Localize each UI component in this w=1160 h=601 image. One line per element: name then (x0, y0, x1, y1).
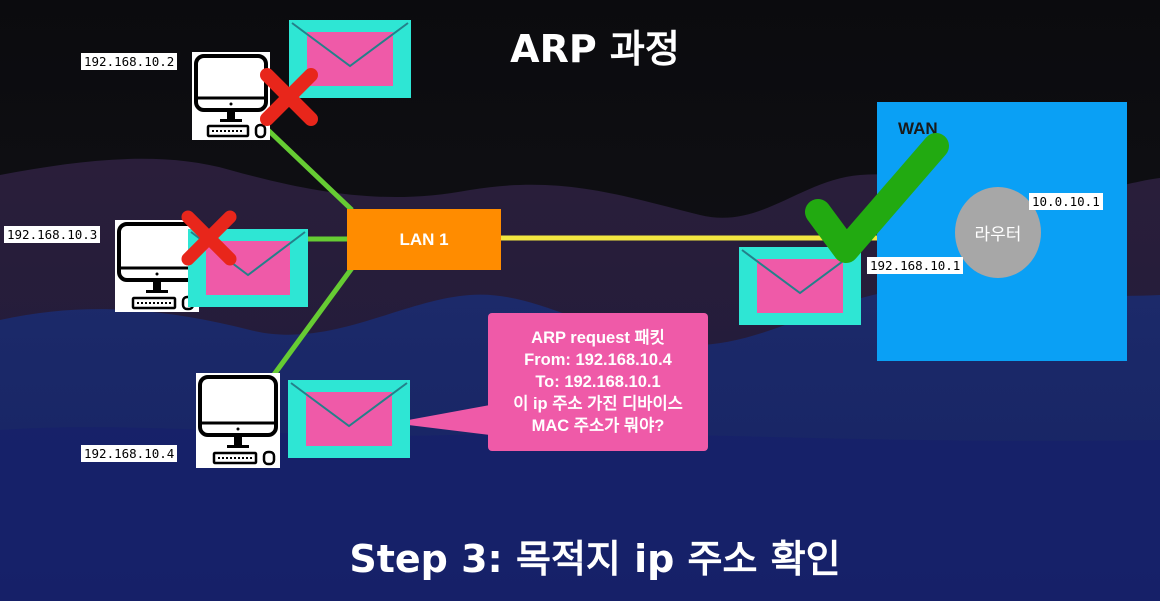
router-node: 라우터 (955, 187, 1041, 278)
host-3-x-mark-icon (181, 210, 237, 266)
arp-request-bubble: ARP request 패킷 From: 192.168.10.4 To: 19… (488, 313, 708, 451)
step-caption: Step 3: 목적지 ip 주소 확인 (349, 537, 841, 581)
bubble-line-3: To: 192.168.10.1 (535, 373, 661, 391)
diagram-title: ARP 과정 (510, 27, 680, 71)
host-4-computer-icon (196, 373, 280, 468)
host-3-computer-icon (115, 220, 199, 312)
router-lan-ip-label: 192.168.10.1 (867, 257, 964, 274)
lan-switch-box: LAN 1 (347, 209, 501, 270)
bubble-line-1: ARP request 패킷 (531, 329, 665, 347)
host-2-x-mark-icon (260, 68, 318, 126)
host-2-computer-icon (192, 52, 270, 140)
wan-label: WAN (898, 119, 938, 138)
host-4-ip-label: 192.168.10.4 (81, 445, 178, 462)
host-2-packet-envelope-icon (289, 20, 411, 98)
router-wan-ip-label: 10.0.10.1 (1029, 193, 1103, 210)
host-3-ip-label: 192.168.10.3 (4, 226, 101, 243)
host-4-packet-envelope-icon (288, 380, 410, 458)
router-check-mark-icon (805, 133, 949, 263)
bubble-line-5: MAC 주소가 뭐야? (531, 417, 665, 435)
host-2-ip-label: 192.168.10.2 (81, 53, 178, 70)
bubble-line-2: From: 192.168.10.4 (524, 351, 672, 369)
bubble-line-4: 이 ip 주소 가진 디바이스 (513, 395, 683, 413)
router-packet-envelope-icon (739, 247, 861, 325)
